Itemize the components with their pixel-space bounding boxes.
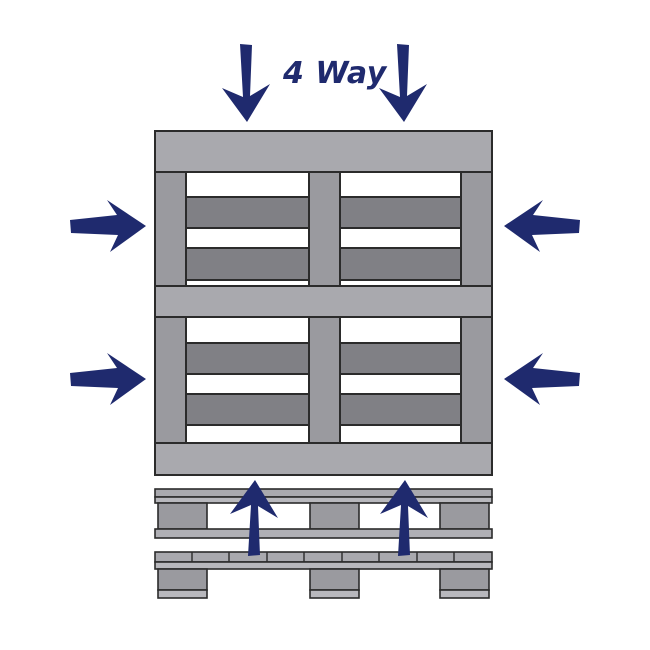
side-upper-block-left [157,502,208,530]
deck-board-lower-1-left [185,342,310,375]
top-view-outline [154,130,493,476]
entry-arrows [70,44,580,556]
side-lower-rail-segments [191,552,455,562]
pallet-side-view-lower [154,551,493,599]
arrow-bottom-right-icon [380,480,428,556]
deck-board-lower-2-left [185,393,310,426]
side-lower-block-center [309,568,360,591]
bottom-edge-board [154,442,493,476]
side-lower-block-left [157,568,208,591]
side-upper-block-center [309,502,360,530]
center-board [154,285,493,318]
side-lower-top-rail-inner [154,561,493,570]
deck-board-lower-1-right [339,342,462,375]
arrow-right-lower-icon [504,353,580,405]
side-upper-top-rail [154,488,493,498]
side-lower-top-rail [154,551,493,563]
pallet-side-view-upper [154,488,493,539]
arrow-left-lower-icon [70,353,146,405]
deck-board-upper-1-left [185,196,310,229]
top-edge-board [154,130,493,173]
deck-board-lower-2-right [339,393,462,426]
pallet-top-view [154,130,493,476]
arrow-top-left-icon [222,44,270,122]
side-upper-top-rail-inner [154,496,493,504]
side-lower-foot-right [439,589,490,599]
deck-board-upper-2-left [185,247,310,281]
deck-board-upper-2-right [339,247,462,281]
side-upper-bottom-rail [154,528,493,539]
arrow-right-upper-icon [504,200,580,252]
side-upper-block-right [439,502,490,530]
arrow-bottom-left-icon [230,480,278,556]
side-lower-foot-left [157,589,208,599]
side-lower-block-right [439,568,490,591]
deck-board-upper-1-right [339,196,462,229]
arrow-top-right-icon [379,44,427,122]
side-lower-foot-center [309,589,360,599]
arrow-left-upper-icon [70,200,146,252]
four-way-label: 4 Way [282,56,388,91]
